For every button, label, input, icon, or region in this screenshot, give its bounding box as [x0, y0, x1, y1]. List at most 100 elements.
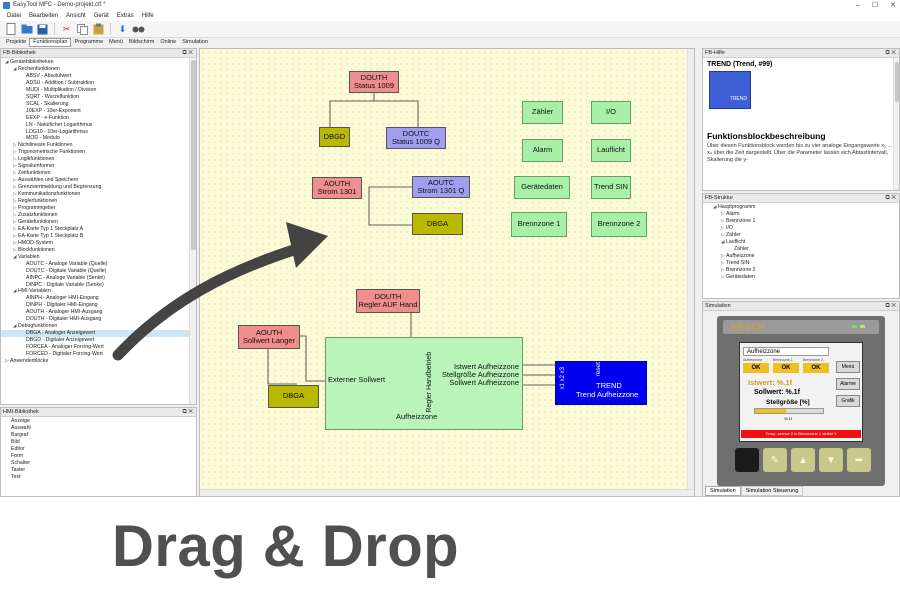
- fb-structure-item[interactable]: Zähler: [709, 246, 899, 253]
- fb-library-item[interactable]: AOUTC - Analoge Variable (Quelle): [1, 261, 196, 268]
- menu-bearbeiten[interactable]: Bearbeiten: [29, 13, 59, 19]
- fb-library-item[interactable]: ▷Logikfunktionen: [1, 156, 196, 163]
- ok-button-2[interactable]: OK: [773, 363, 799, 373]
- fb-library-item[interactable]: AINPC - Analoge Variable (Senke): [1, 275, 196, 282]
- collapsed-arrow-icon[interactable]: ▷: [5, 357, 9, 363]
- fb-library-item[interactable]: DBGA - Analoger Anzeigewert: [1, 330, 196, 338]
- collapsed-arrow-icon[interactable]: ▷: [13, 225, 17, 231]
- canvas-vertical-scrollbar[interactable]: [687, 49, 694, 496]
- collapsed-arrow-icon[interactable]: ▷: [721, 224, 725, 230]
- maximize-button[interactable]: ☐: [871, 2, 879, 9]
- tab-funktionsplan[interactable]: Funktionsplan: [29, 38, 72, 47]
- hmi-library-item[interactable]: Schalter: [11, 459, 31, 466]
- tab-simulation[interactable]: Simulation: [182, 39, 208, 45]
- hmi-library-item[interactable]: Bargraf: [11, 431, 29, 438]
- fb-library-item[interactable]: ADSU - Addition / Subtraktion: [1, 80, 196, 87]
- collapsed-arrow-icon[interactable]: ▷: [721, 266, 725, 272]
- device-key-up-icon[interactable]: ▲: [791, 448, 815, 472]
- new-file-icon[interactable]: [4, 23, 17, 36]
- canvas-horizontal-scrollbar[interactable]: [200, 489, 694, 496]
- fb-library-item[interactable]: FORCED - Digitaler Forcing-Wert: [1, 351, 196, 358]
- fb-library-item[interactable]: ▷Gerätefunktionen: [1, 219, 196, 226]
- fb-library-item[interactable]: ▷Grenzwertmeldung und Begrenzung: [1, 184, 196, 191]
- collapsed-arrow-icon[interactable]: ▷: [13, 198, 17, 204]
- block-douth-regler[interactable]: DOUTH Regler AUF Hand: [356, 289, 420, 313]
- collapsed-arrow-icon[interactable]: ▷: [13, 142, 17, 148]
- fb-library-item[interactable]: ▷Reglerfunktionen: [1, 198, 196, 205]
- fb-library-item[interactable]: ▷EA-Karte Typ 1 Steckplatz B: [1, 233, 196, 240]
- panel-pin-close-icon[interactable]: ⧉ ✕: [885, 303, 896, 309]
- expanded-arrow-icon[interactable]: ◢: [5, 59, 9, 64]
- fb-library-item[interactable]: ▷Auswählen und Speichern: [1, 177, 196, 184]
- fb-help-scrollbar[interactable]: [893, 58, 899, 190]
- collapsed-arrow-icon[interactable]: ▷: [13, 149, 17, 155]
- menu-geraet[interactable]: Gerät: [93, 13, 109, 19]
- device-key-down-icon[interactable]: ▼: [819, 448, 843, 472]
- hmi-library-item[interactable]: Editor: [11, 445, 25, 452]
- block-lauflicht[interactable]: Lauflicht: [591, 139, 631, 162]
- fb-library-item[interactable]: ▷Programmgeber: [1, 205, 196, 212]
- menu-hilfe[interactable]: Hilfe: [141, 13, 154, 19]
- block-alarm[interactable]: Alarm: [522, 139, 563, 162]
- collapsed-arrow-icon[interactable]: ▷: [13, 246, 17, 252]
- collapsed-arrow-icon[interactable]: ▷: [13, 184, 17, 190]
- tab-projekte[interactable]: Projekte: [6, 39, 27, 45]
- block-aoutc-strom[interactable]: AOUTC Strom 1301 Q: [412, 176, 470, 198]
- save-icon[interactable]: [36, 23, 49, 36]
- block-dbga[interactable]: DBGA: [412, 213, 463, 235]
- panel-pin-close-icon[interactable]: ⧉ ✕: [885, 195, 896, 201]
- device-screen[interactable]: Aufheizzone Aufheizzone Brennzone 1 Bren…: [739, 342, 863, 442]
- tab-simulation-view[interactable]: Simulation: [705, 486, 741, 496]
- expanded-arrow-icon[interactable]: ◢: [13, 323, 17, 329]
- menu-extras[interactable]: Extras: [116, 13, 134, 19]
- download-icon[interactable]: ⬇: [118, 23, 127, 34]
- block-brennzone-2[interactable]: Brennzone 2: [591, 212, 647, 237]
- tab-online[interactable]: Online: [160, 39, 177, 45]
- fb-library-item[interactable]: ABSV - Absolutwert: [1, 73, 196, 80]
- fb-structure-item[interactable]: ▷Aufheizzone: [709, 253, 899, 260]
- fb-library-item[interactable]: ▷Zeitfunktionen: [1, 170, 196, 177]
- block-brennzone-1[interactable]: Brennzone 1: [511, 212, 567, 237]
- block-aouth-strom[interactable]: AOUTH Strom 1301: [312, 177, 362, 199]
- hmi-library-item[interactable]: Bild: [11, 438, 20, 445]
- expanded-arrow-icon[interactable]: ◢: [13, 253, 17, 259]
- close-button[interactable]: ✕: [890, 2, 896, 9]
- device-key-enter-icon[interactable]: ➥: [847, 448, 871, 472]
- menu-datei[interactable]: Datei: [7, 13, 22, 19]
- collapsed-arrow-icon[interactable]: ▷: [13, 170, 17, 176]
- fb-structure-item[interactable]: ▷Trend SIN: [709, 260, 899, 267]
- fb-library-item[interactable]: EEXP - e-Funktion: [1, 115, 196, 122]
- fb-library-item[interactable]: LN - Natürlicher Logarithmus: [1, 122, 196, 129]
- fb-library-item[interactable]: LOG10 - 10er-Logarithmus: [1, 129, 196, 136]
- block-io[interactable]: I/O: [591, 101, 631, 124]
- fb-library-item[interactable]: ▷Kommunikationsfunktionen: [1, 191, 196, 198]
- collapsed-arrow-icon[interactable]: ▷: [13, 191, 17, 197]
- connect-icon[interactable]: [132, 23, 145, 36]
- fb-library-item[interactable]: ▷Blockfunktionen: [1, 247, 196, 254]
- block-geraetedaten[interactable]: Gerätedaten: [514, 176, 570, 199]
- fb-structure-item[interactable]: ◢Lauflicht: [709, 239, 899, 246]
- collapsed-arrow-icon[interactable]: ▷: [721, 273, 725, 279]
- fb-library-item[interactable]: ◢Debugfunktionen: [1, 323, 196, 330]
- fb-structure-item[interactable]: ▷I/O: [709, 225, 899, 232]
- minimize-button[interactable]: –: [855, 2, 860, 9]
- block-aouth-sollwert[interactable]: AOUTH Sollwert Langer: [238, 325, 300, 349]
- fb-library-item[interactable]: DOUTC - Digitale Variable (Quelle): [1, 268, 196, 275]
- block-douth-status[interactable]: DOUTH Status 1009: [349, 71, 399, 93]
- fb-structure-item[interactable]: ▷Zähler: [709, 232, 899, 239]
- function-plan-canvas[interactable]: DOUTH Status 1009 DBGD DOUTC Status 1009…: [199, 48, 695, 497]
- cut-icon[interactable]: ✂: [62, 23, 71, 34]
- collapsed-arrow-icon[interactable]: ▷: [13, 211, 17, 217]
- collapsed-arrow-icon[interactable]: ▷: [721, 259, 725, 265]
- fb-library-item[interactable]: SCAL - Skalierung: [1, 101, 196, 108]
- copy-icon[interactable]: [76, 23, 89, 36]
- collapsed-arrow-icon[interactable]: ▷: [13, 156, 17, 162]
- fb-library-item[interactable]: ▷Trigonometrische Funktionen: [1, 149, 196, 156]
- grafik-button[interactable]: Grafik: [836, 395, 860, 407]
- fb-library-item[interactable]: 10EXP - 10er-Exponent: [1, 108, 196, 115]
- fb-structure-item[interactable]: ◢Hauptprogramm: [709, 204, 899, 211]
- device-key-black[interactable]: [735, 448, 759, 472]
- collapsed-arrow-icon[interactable]: ▷: [13, 239, 17, 245]
- hmi-library-item[interactable]: Form: [11, 452, 24, 459]
- block-doutc-status[interactable]: DOUTC Status 1009 Q: [386, 127, 446, 149]
